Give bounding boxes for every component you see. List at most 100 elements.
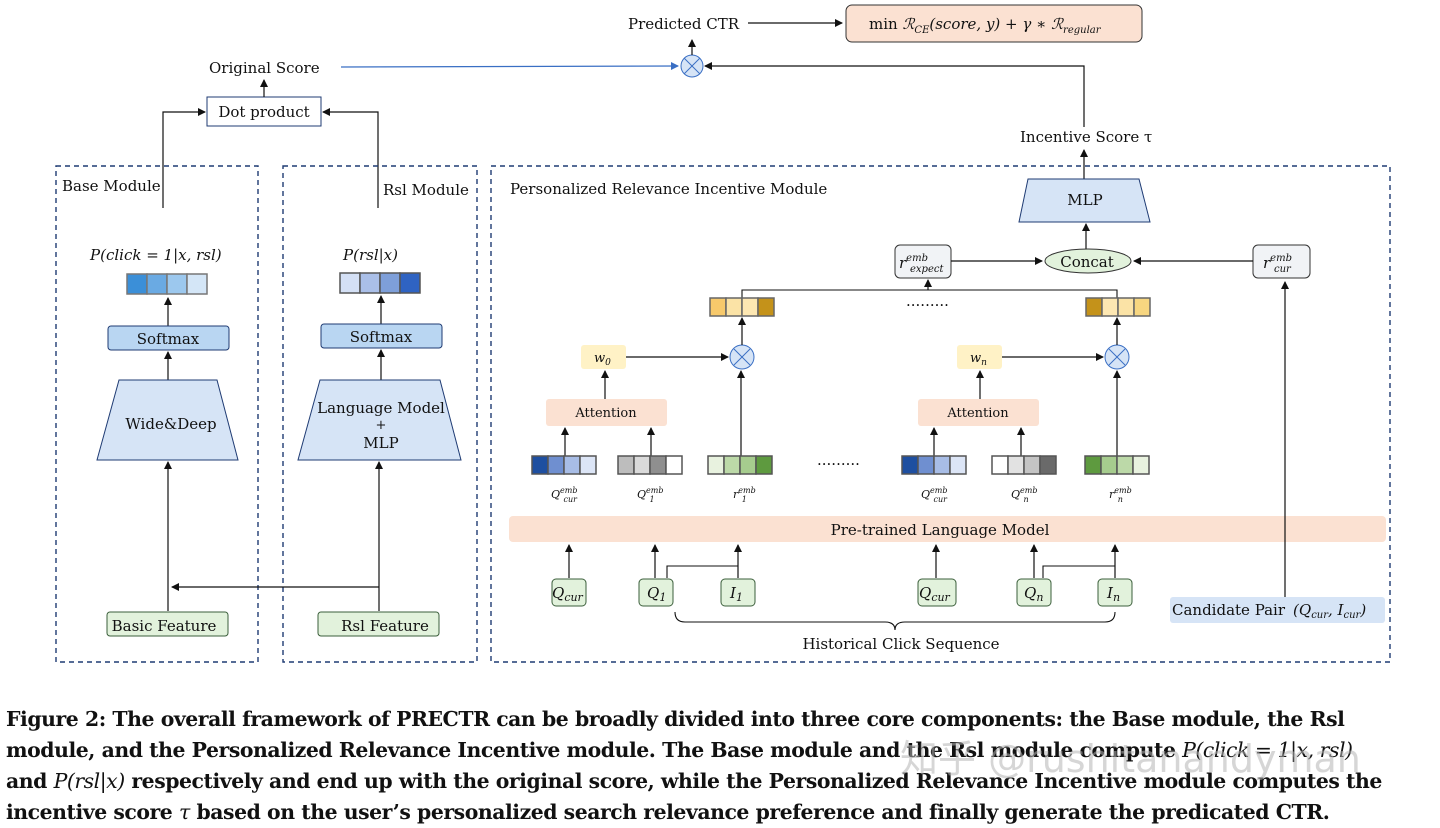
base-module-title: Base Module — [62, 177, 161, 195]
concat-node — [1044, 248, 1132, 274]
language-model-plus: + — [376, 418, 387, 433]
weighted-vector-right — [1085, 297, 1151, 317]
vector-cell — [741, 297, 759, 317]
attention-label-right: Attention — [946, 406, 1009, 421]
input-qn — [1016, 578, 1052, 607]
vector-cell — [563, 455, 581, 475]
dots-top: ········· — [906, 296, 949, 314]
vector-cell — [359, 272, 381, 294]
attention-label-left: Attention — [574, 406, 637, 421]
vector-cell — [723, 455, 741, 475]
wn-box — [957, 345, 1002, 369]
basic-feature-box — [106, 611, 229, 637]
pri-module-frame — [490, 165, 1391, 663]
vector-cell — [379, 272, 401, 294]
vector-cell — [991, 455, 1009, 475]
wide-deep-trapezoid — [96, 379, 239, 461]
vector-cell — [709, 297, 727, 317]
wide-deep-label: Wide&Deep — [125, 415, 216, 433]
input-i1 — [720, 578, 756, 607]
original-score-label: Original Score — [209, 59, 320, 77]
loss-formula-box — [845, 4, 1143, 43]
rsl-module-title: Rsl Module — [383, 181, 469, 199]
historical-brace — [674, 611, 1116, 631]
vector-cell — [1132, 455, 1150, 475]
rsl-softmax-box — [320, 323, 443, 349]
dot-product-label: Dot product — [218, 103, 309, 121]
emb-vector-r1 — [707, 455, 773, 475]
vector-cell — [633, 455, 651, 475]
emb-vector-rn — [1084, 455, 1150, 475]
dot-product-box — [206, 96, 322, 127]
candidate-pair-label: Candidate Pair(Qcur, Icur) — [1172, 601, 1366, 621]
incentive-score-label: Incentive Score τ — [1020, 128, 1152, 146]
vector-cell — [1101, 297, 1119, 317]
emb-vector-qcur-right — [901, 455, 967, 475]
vector-cell — [725, 297, 743, 317]
vector-cell — [166, 273, 188, 295]
input-qcur-left — [551, 578, 587, 607]
vector-cell — [933, 455, 951, 475]
mlp-trapezoid — [1018, 178, 1151, 223]
rsl-module-frame — [282, 165, 478, 663]
input-in — [1097, 578, 1133, 607]
base-prob-label: P(click = 1|x, rsl) — [89, 246, 222, 264]
input-q1 — [638, 578, 674, 607]
base-output-vector — [126, 273, 208, 295]
vector-cell — [649, 455, 667, 475]
emb-vector-qcur-left — [531, 455, 597, 475]
rsl-feature-label: Rsl Feature — [341, 617, 429, 635]
emb-vector-qn — [991, 455, 1057, 475]
vector-cell — [1085, 297, 1103, 317]
input-qcur-right — [917, 578, 957, 607]
vector-cell — [1117, 297, 1135, 317]
language-model-mlp: MLP — [363, 434, 398, 452]
vector-cell — [339, 272, 361, 294]
candidate-pair-box — [1170, 597, 1385, 623]
vector-cell — [617, 455, 635, 475]
base-module-frame — [55, 165, 259, 663]
multiply-node-final — [680, 54, 704, 78]
concat-label: Concat — [1060, 253, 1114, 271]
mlp-label: MLP — [1067, 191, 1102, 209]
vector-cell — [755, 455, 773, 475]
figure-caption: Figure 2: The overall framework of PRECT… — [6, 707, 1382, 824]
multiply-node-right — [1104, 344, 1130, 370]
attention-box-right — [918, 399, 1039, 426]
rsl-softmax-label: Softmax — [350, 328, 413, 346]
vector-cell — [547, 455, 565, 475]
dots-mid: ········· — [817, 455, 860, 473]
vector-cell — [707, 455, 725, 475]
vector-cell — [665, 455, 683, 475]
base-softmax-box — [107, 325, 230, 351]
vector-cell — [757, 297, 775, 317]
vector-cell — [126, 273, 148, 295]
vector-cell — [949, 455, 967, 475]
rsl-output-vector — [339, 272, 421, 294]
architecture-diagram: Predicted CTR min ℛCE(score, y) + γ ∗ ℛr… — [55, 4, 1391, 663]
plm-label: Pre-trained Language Model — [831, 521, 1050, 539]
w0-box — [581, 345, 626, 369]
vector-cell — [1084, 455, 1102, 475]
language-model-label: Language Model — [317, 399, 445, 417]
vector-cell — [917, 455, 935, 475]
multiply-node-left — [729, 344, 755, 370]
vector-cell — [146, 273, 168, 295]
vector-cell — [186, 273, 208, 295]
predicted-ctr-label: Predicted CTR — [628, 15, 740, 33]
basic-feature-label: Basic Feature — [112, 617, 217, 635]
pri-module-title: Personalized Relevance Incentive Module — [510, 180, 827, 198]
vector-cell — [1133, 297, 1151, 317]
loss-formula: min ℛCE(score, y) + γ ∗ ℛregular — [869, 15, 1102, 36]
vector-cell — [1023, 455, 1041, 475]
vector-cell — [739, 455, 757, 475]
vector-cell — [1116, 455, 1134, 475]
vector-cell — [579, 455, 597, 475]
rsl-prob-label: P(rsl|x) — [342, 246, 398, 264]
